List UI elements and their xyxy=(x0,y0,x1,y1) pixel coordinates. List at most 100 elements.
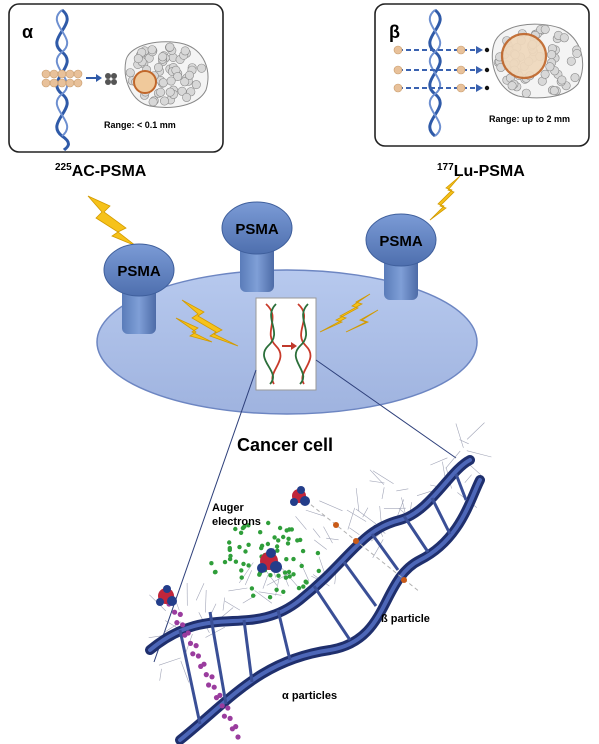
alpha-range: Range: < 0.1 mm xyxy=(104,120,176,130)
panel-beta: β Range: up to 2 mm xyxy=(374,3,590,147)
dna-fiber xyxy=(158,657,181,666)
auger-electron xyxy=(295,538,300,543)
auger-electron xyxy=(257,572,262,577)
alpha-particle xyxy=(225,705,231,711)
dna-fiber xyxy=(362,507,369,518)
auger-electron xyxy=(228,553,233,559)
tumor-cell-dot xyxy=(133,54,143,64)
auger-electron xyxy=(209,561,214,566)
tumor-cell-dot xyxy=(507,81,517,91)
auger-electron xyxy=(283,575,289,580)
auger-electron xyxy=(227,547,232,553)
dna-inset-strand-a xyxy=(265,303,282,385)
tumor-cell-dot xyxy=(180,46,190,56)
beta-track-heads xyxy=(476,46,483,92)
auger-electron xyxy=(285,541,291,546)
dna-fiber xyxy=(312,528,321,538)
dna-fiber xyxy=(164,620,178,628)
dna-fiber xyxy=(346,509,367,522)
dna-base-pairs xyxy=(178,473,468,725)
auger-electron xyxy=(274,544,280,549)
auger-electron xyxy=(299,563,304,569)
alpha-symbol: α xyxy=(22,22,33,42)
auger-label-line2: electrons xyxy=(212,516,261,528)
psma-receptor-right-cap xyxy=(365,213,437,267)
lightning-cell-right-2-icon xyxy=(345,309,379,333)
auger-electron xyxy=(300,548,306,554)
dna-fiber xyxy=(258,591,282,596)
dna-fiber xyxy=(244,570,252,586)
dna-backbone-b-highlight xyxy=(178,478,482,742)
auger-electron xyxy=(268,573,273,578)
alpha-nucleus-icon xyxy=(105,73,117,85)
dna-fiber xyxy=(416,490,432,496)
dna-fiber xyxy=(326,537,339,541)
tumor-cell-dot xyxy=(177,86,187,96)
panel-alpha: α Range: < 0.1 mm xyxy=(8,3,224,153)
dna-fiber xyxy=(381,487,385,500)
tumor-cell-dot xyxy=(147,45,157,55)
tumor-cell-dot xyxy=(173,72,183,82)
dna-fiber xyxy=(445,450,461,469)
dna-fiber xyxy=(224,600,241,611)
alpha-particle xyxy=(180,622,186,628)
dna-fiber xyxy=(466,422,485,440)
dna-fiber xyxy=(319,500,343,512)
zoom-line-left xyxy=(153,369,257,663)
auger-electron xyxy=(272,535,277,540)
auger-electron xyxy=(291,572,296,577)
psma-receptor-left-label: PSMA xyxy=(117,263,161,280)
tumor-cell-dot xyxy=(572,48,582,58)
tumor-cell-dot xyxy=(158,52,168,62)
alpha-particle xyxy=(177,611,183,618)
dna-fiber xyxy=(396,488,409,492)
dna-fiber xyxy=(228,587,248,592)
auger-electron xyxy=(267,595,273,600)
tumor-cell-dot xyxy=(156,87,166,97)
dna-inset-strand-d xyxy=(294,303,309,385)
beta-particle-track xyxy=(299,495,421,593)
alpha-particles-label: α particles xyxy=(282,690,337,702)
alpha-particle xyxy=(182,632,188,638)
auger-electron xyxy=(222,559,228,565)
dna-inset-frame xyxy=(255,297,317,391)
alpha-particle xyxy=(235,734,241,740)
tumor-cell-dot xyxy=(559,33,569,43)
auger-electron xyxy=(227,540,232,545)
dna-fiber xyxy=(254,590,273,604)
beta-range: Range: up to 2 mm xyxy=(489,114,570,124)
dna-fiber xyxy=(372,470,394,484)
lightning-right-incoming-icon xyxy=(429,175,461,221)
base-pair xyxy=(178,629,202,725)
tumor-cell-dot xyxy=(197,63,207,73)
alpha-particle xyxy=(193,643,199,649)
beta-electron-1 xyxy=(333,522,339,528)
dna-fiber xyxy=(442,461,446,476)
dna-fiber xyxy=(305,509,325,517)
auger-electron xyxy=(315,550,321,556)
alpha-isotope-label: 225AC-PSMA xyxy=(55,162,147,180)
tumor-cell-dot xyxy=(549,86,559,96)
tumor-cell-dot xyxy=(166,76,176,86)
base-pair xyxy=(276,609,292,661)
tumor-cell-dot xyxy=(557,75,567,85)
dna-fiber xyxy=(347,507,355,530)
psma-receptor-left: PSMA xyxy=(103,243,175,334)
auger-electron xyxy=(239,568,244,573)
auger-electron xyxy=(241,561,246,567)
dna-fiber xyxy=(355,488,360,512)
auger-electron xyxy=(259,543,265,548)
tumor-cell-dot xyxy=(125,68,135,78)
auger-electron xyxy=(274,587,279,592)
auger-electron xyxy=(265,541,271,547)
beta-particles xyxy=(393,45,466,93)
dna-fiber xyxy=(401,497,406,513)
auger-electron xyxy=(238,530,244,535)
dna-fiber xyxy=(464,474,472,483)
auger-electron xyxy=(291,556,296,562)
beta-isotope-label: 177Lu-PSMA xyxy=(437,162,525,180)
dna-inset-arrow-head xyxy=(291,342,297,350)
auger-electron xyxy=(212,570,218,575)
tumor-cell-dot xyxy=(545,62,555,72)
alpha-isotope-name: AC-PSMA xyxy=(72,163,147,180)
